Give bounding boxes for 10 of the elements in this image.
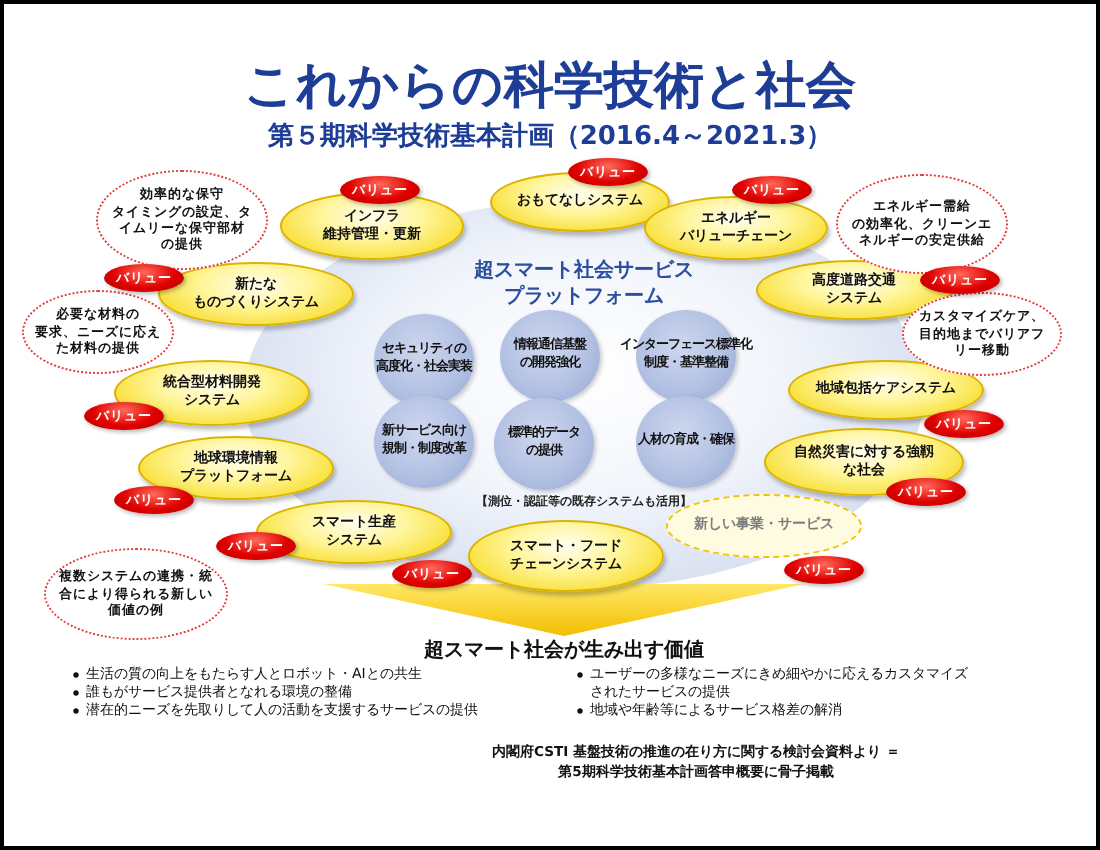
block-arrow — [324, 584, 804, 636]
component-circle — [500, 310, 600, 402]
platform-title: 超スマート社会サービスプラットフォーム — [474, 258, 694, 310]
title: これからの科学技術と社会 — [244, 54, 856, 116]
component-circle — [374, 396, 474, 488]
component-circle — [636, 396, 736, 488]
subtitle: 第５期科学技術基本計画（2016.4～2021.3） — [267, 120, 833, 154]
section-heading: 超スマート社会が生み出す価値 — [424, 638, 704, 664]
component-circle — [494, 398, 594, 490]
component-circle — [374, 314, 474, 406]
